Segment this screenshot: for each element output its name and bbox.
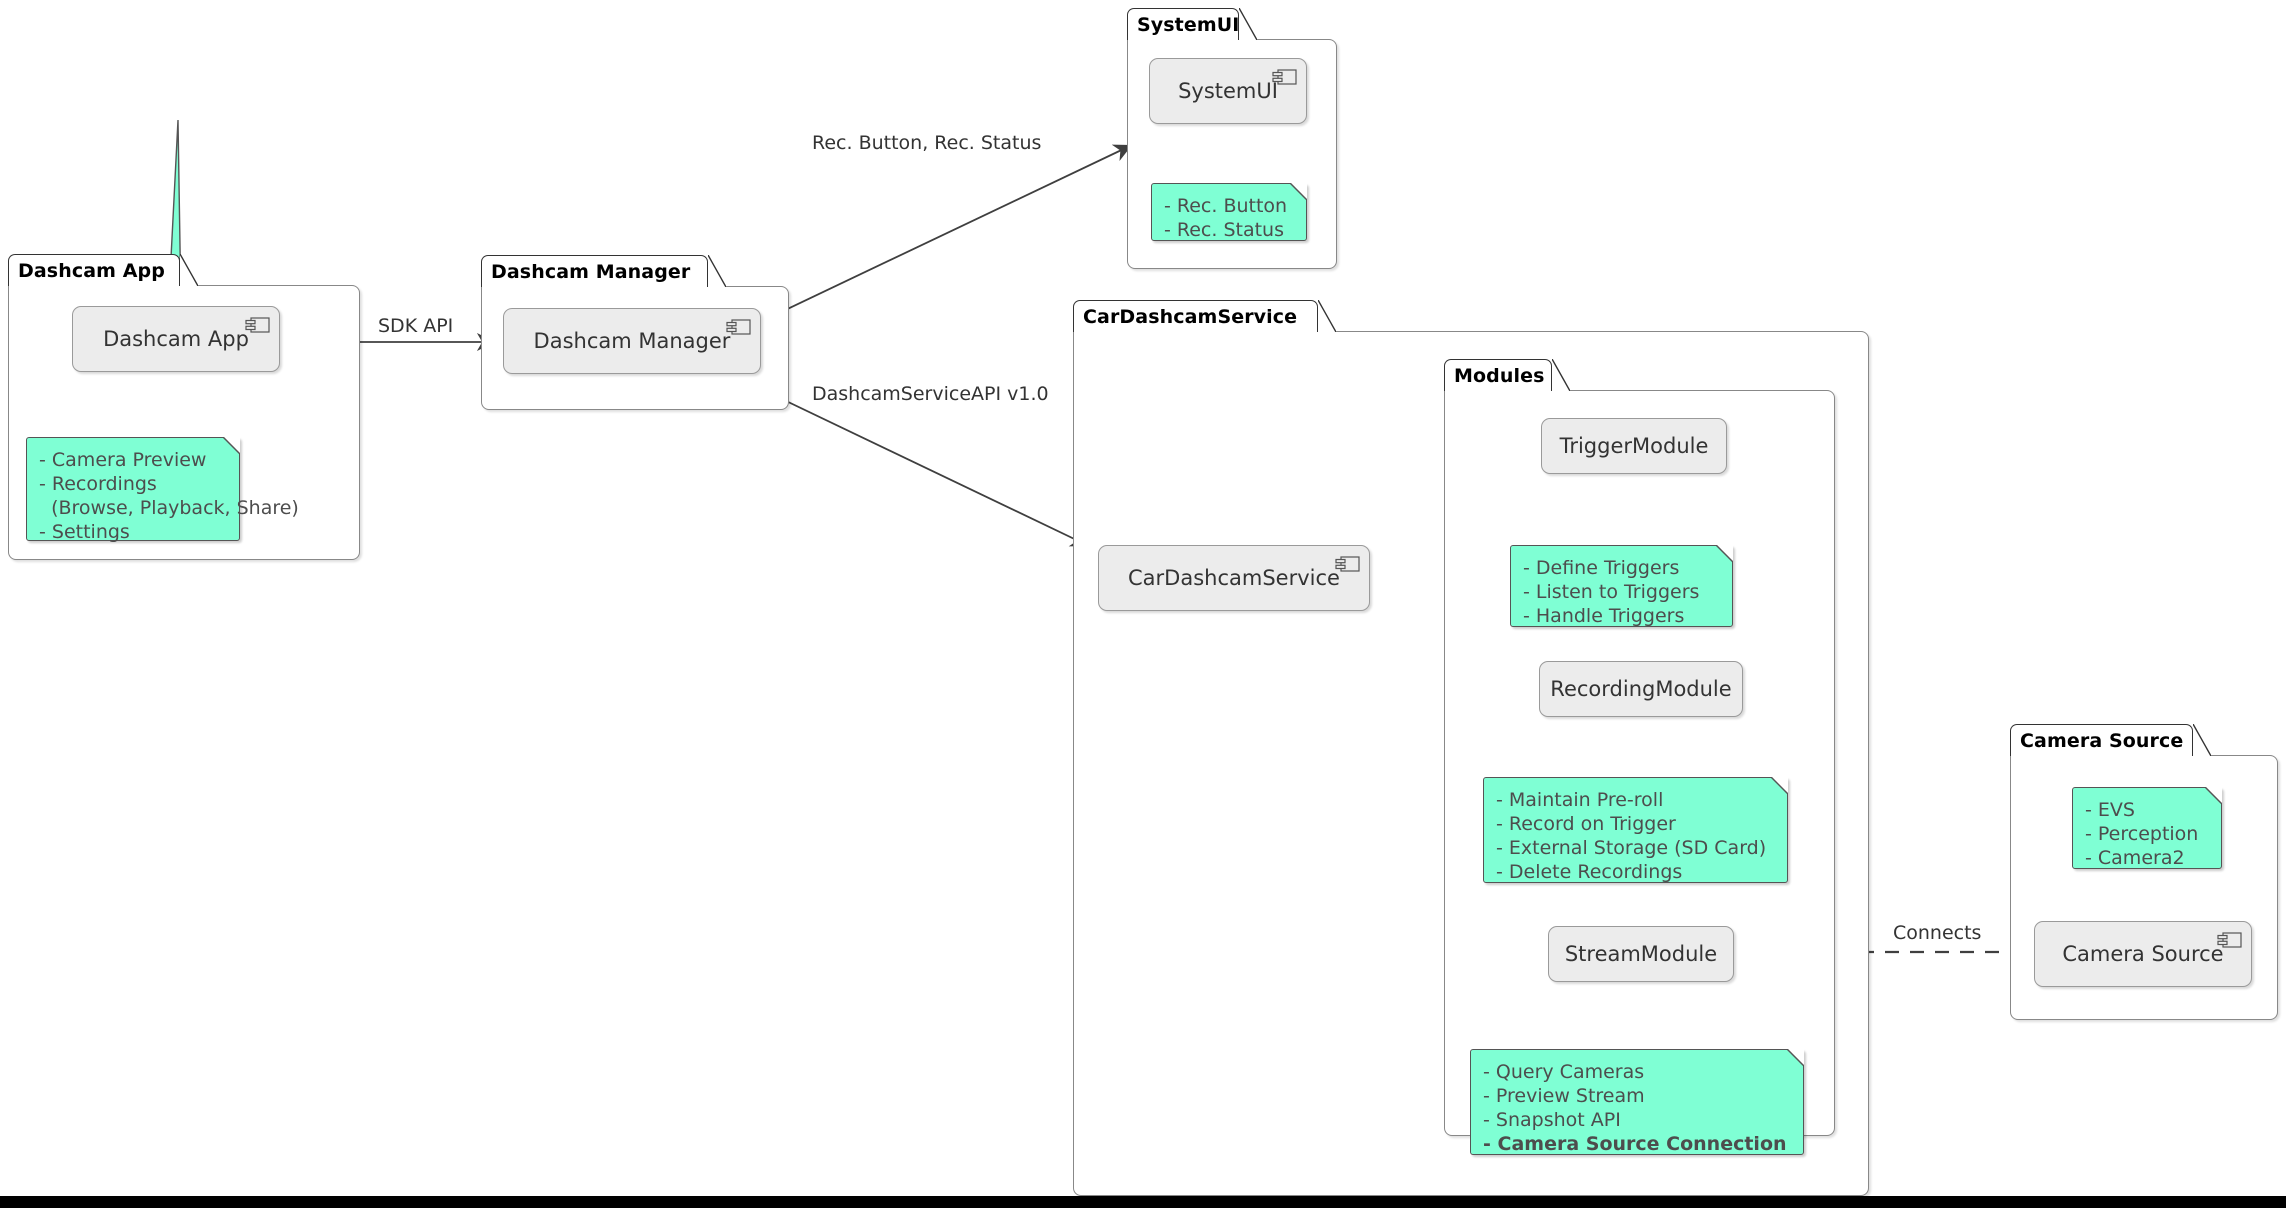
package-tab-dashcam-app: Dashcam App	[8, 254, 180, 286]
note-line: - Camera2	[2085, 847, 2185, 869]
package-cardashcamservice: CarDashcamService CarDashcamService Modu…	[1073, 300, 1869, 1196]
component-trigger-module[interactable]: TriggerModule	[1541, 418, 1727, 474]
bottom-black-bar	[0, 1196, 2286, 1208]
note-line: - Record on Trigger	[1496, 813, 1676, 835]
component-label: Dashcam Manager	[533, 329, 731, 353]
note-systemui: - Rec. Button - Rec. Status	[1151, 183, 1307, 241]
component-recording-module[interactable]: RecordingModule	[1539, 661, 1743, 717]
note-line: - Settings	[39, 521, 130, 543]
edge-label-rec-button-status: Rec. Button, Rec. Status	[812, 132, 1042, 154]
note-fold-icon	[1787, 1049, 1804, 1066]
note-line: - EVS	[2085, 799, 2135, 821]
package-tab-cardashcamservice: CarDashcamService	[1073, 300, 1318, 332]
note-fold-icon	[223, 437, 240, 454]
package-tab-slant	[2193, 724, 2211, 756]
package-tab-dashcam-manager: Dashcam Manager	[481, 255, 708, 287]
package-camera-source: Camera Source - EVS - Perception - Camer…	[2010, 724, 2278, 1020]
package-tab-slant	[1239, 8, 1257, 40]
component-icon	[2217, 932, 2242, 948]
package-label: Modules	[1454, 364, 1545, 387]
component-cardashcamservice[interactable]: CarDashcamService	[1098, 545, 1370, 611]
note-line: (Browse, Playback, Share)	[39, 497, 299, 519]
component-dashcam-app[interactable]: Dashcam App	[72, 306, 280, 372]
edge-label-sdk-api: SDK API	[378, 315, 454, 337]
note-line: - Maintain Pre-roll	[1496, 789, 1664, 811]
component-label: StreamModule	[1564, 942, 1718, 966]
package-label: Dashcam Manager	[491, 260, 691, 283]
component-icon	[726, 319, 751, 335]
component-icon	[245, 317, 270, 333]
note-line: - Handle Triggers	[1523, 605, 1685, 627]
package-label: Camera Source	[2020, 729, 2184, 752]
package-dashcam-app: Dashcam App Dashcam App - Camera Preview	[8, 254, 360, 560]
edge-dashcamserviceapi-line	[758, 387, 1090, 547]
component-camera-source[interactable]: Camera Source	[2034, 921, 2252, 987]
package-tab-slant	[1552, 359, 1570, 391]
package-dashcam-manager: Dashcam Manager Dashcam Manager	[481, 255, 789, 410]
component-label: Camera Source	[2062, 942, 2224, 966]
package-tab-camera-source: Camera Source	[2010, 724, 2193, 756]
component-icon	[1272, 69, 1297, 85]
package-modules: Modules TriggerModule - Define Triggers …	[1444, 359, 1835, 1155]
package-tab-slant	[1318, 300, 1336, 332]
package-tab-modules: Modules	[1444, 359, 1552, 391]
component-systemui[interactable]: SystemUI	[1149, 58, 1307, 124]
note-line: - Camera Preview	[39, 449, 207, 471]
component-label: TriggerModule	[1559, 434, 1709, 458]
note-fold-icon	[2205, 787, 2222, 804]
component-label: CarDashcamService	[1128, 566, 1340, 590]
note-line: - Listen to Triggers	[1523, 581, 1700, 603]
package-label: Dashcam App	[18, 259, 165, 282]
note-line: - Rec. Button	[1164, 195, 1288, 217]
note-line: - Camera Source Connection	[1483, 1133, 1787, 1155]
note-trigger-module: - Define Triggers - Listen to Triggers -…	[1510, 545, 1733, 627]
package-label: CarDashcamService	[1083, 305, 1298, 328]
package-body-modules	[1444, 390, 1835, 1136]
note-fold-icon	[1771, 777, 1788, 794]
note-camera-source: - EVS - Perception - Camera2	[2072, 787, 2222, 869]
note-recording-module: - Maintain Pre-roll - Record on Trigger …	[1483, 777, 1788, 883]
note-line: - Rec. Status	[1164, 219, 1285, 241]
note-line: - Delete Recordings	[1496, 861, 1683, 883]
package-tab-slant	[180, 254, 198, 286]
package-label: SystemUI	[1137, 13, 1240, 36]
package-tab-systemui: SystemUI	[1127, 8, 1239, 40]
note-line: - Query Cameras	[1483, 1061, 1645, 1083]
note-line: - Recordings	[39, 473, 157, 495]
edge-label-connects: Connects	[1893, 922, 1982, 944]
package-systemui: SystemUI SystemUI - Rec. Button - Rec. S…	[1127, 8, 1337, 269]
package-tab-slant	[708, 255, 726, 287]
component-label: RecordingModule	[1550, 677, 1732, 701]
note-dashcam-app: - Camera Preview - Recordings (Browse, P…	[26, 437, 299, 543]
note-fold-icon	[1716, 545, 1733, 562]
component-icon	[1335, 556, 1360, 572]
note-line: - Define Triggers	[1523, 557, 1680, 579]
note-line: - Preview Stream	[1483, 1085, 1645, 1107]
component-stream-module[interactable]: StreamModule	[1548, 926, 1734, 982]
component-label: SystemUI	[1178, 79, 1278, 103]
note-line: - External Storage (SD Card)	[1496, 837, 1767, 859]
note-line: - Snapshot API	[1483, 1109, 1621, 1131]
note-stream-module: - Query Cameras - Preview Stream - Snaps…	[1470, 1049, 1804, 1155]
note-line: - Perception	[2085, 823, 2199, 845]
edge-rec-button-status-line	[757, 144, 1133, 324]
note-fold-icon	[1290, 183, 1307, 200]
edge-label-dashcamserviceapi: DashcamServiceAPI v1.0	[812, 383, 1049, 405]
component-dashcam-manager[interactable]: Dashcam Manager	[503, 308, 761, 374]
component-label: Dashcam App	[103, 327, 249, 351]
